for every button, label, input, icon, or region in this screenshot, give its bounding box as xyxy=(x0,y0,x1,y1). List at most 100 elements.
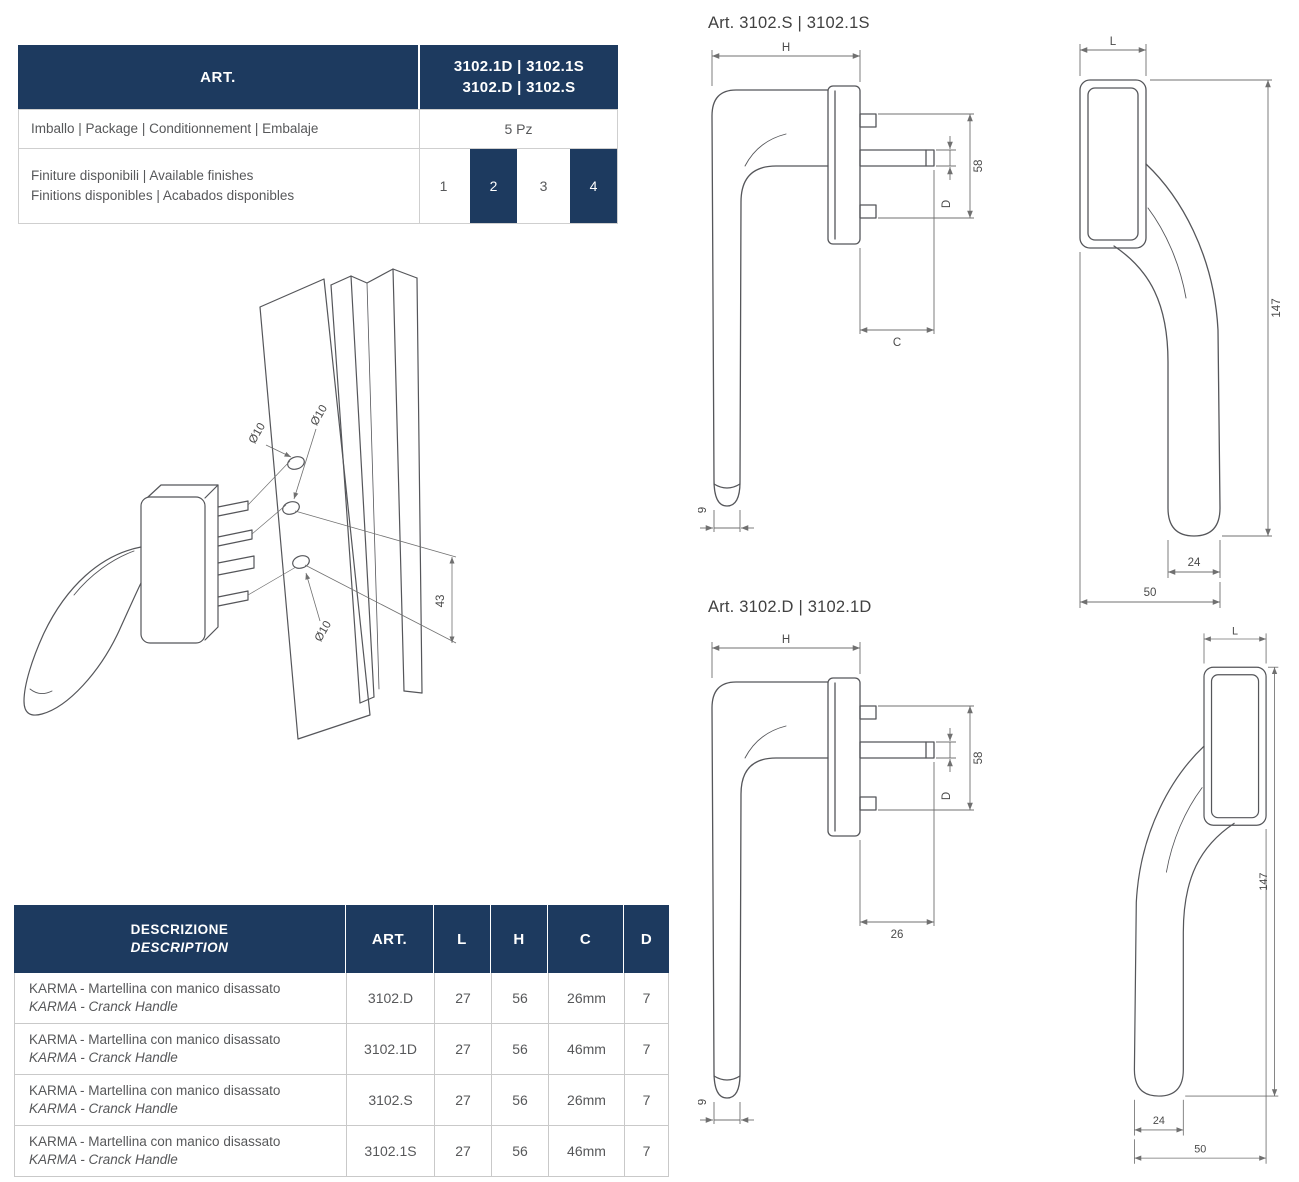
table-row: KARMA - Martellina con manico disassato … xyxy=(15,1075,668,1126)
dim-label-50: 50 xyxy=(1194,1143,1206,1155)
cell-l: 27 xyxy=(435,1024,492,1074)
art-header-label: ART. xyxy=(18,45,418,109)
dim-label-l: L xyxy=(1232,625,1238,637)
cell-art: 3102.1D xyxy=(347,1024,435,1074)
cell-h: 56 xyxy=(492,973,549,1023)
drawing-title-3102d: Art. 3102.D | 3102.1D xyxy=(708,598,872,616)
cell-l: 27 xyxy=(435,1126,492,1176)
dim-label-dia10-3: Ø10 xyxy=(313,619,334,644)
spec-table: ART. 3102.1D | 3102.1S 3102.D | 3102.S I… xyxy=(18,45,618,224)
dim-label-d: D xyxy=(941,792,953,800)
front-view-drawing-d: L 147 24 50 xyxy=(1133,625,1279,1164)
cell-c: 46mm xyxy=(549,1126,625,1176)
finishes-label-line1: Finiture disponibili | Available finishe… xyxy=(31,168,254,184)
dim-label-43: 43 xyxy=(435,595,447,608)
dim-label-l: L xyxy=(1110,36,1117,48)
front-dimension-lines xyxy=(1133,633,1279,1164)
dim-label-147: 147 xyxy=(1258,873,1270,891)
description-table: DESCRIZIONE DESCRIPTION ART. L H C D KAR… xyxy=(14,905,669,1177)
finish-option-1: 1 xyxy=(420,149,467,223)
table-row: KARMA - Martellina con manico disassato … xyxy=(15,1126,668,1176)
side-view-drawing-s: H 58 D C 9 xyxy=(698,42,985,532)
dim-label-9: 9 xyxy=(698,1099,709,1105)
header-c: C xyxy=(548,905,624,973)
dim-label-26: 26 xyxy=(891,929,904,941)
cell-l: 27 xyxy=(435,1075,492,1125)
package-label: Imballo | Package | Conditionnement | Em… xyxy=(31,121,319,137)
package-value: 5 Pz xyxy=(419,110,617,148)
side-view-drawing-d: H 58 D 26 9 xyxy=(698,634,985,1124)
description-line2: KARMA - Cranck Handle xyxy=(29,999,178,1014)
cell-art: 3102.1S xyxy=(347,1126,435,1176)
cell-d: 7 xyxy=(642,1143,651,1159)
description-line2: KARMA - Cranck Handle xyxy=(29,1050,178,1065)
cell-description: KARMA - Martellina con manico disassato … xyxy=(15,1024,347,1074)
header-art: ART. xyxy=(346,905,434,973)
dim-label-d: D xyxy=(941,200,953,208)
profile-extrusion xyxy=(330,268,423,704)
exploded-dimensions xyxy=(247,428,457,644)
header-description-line: DESCRIPTION xyxy=(130,940,229,955)
dim-label-9: 9 xyxy=(698,507,709,513)
finishes-label: Finiture disponibili | Available finishe… xyxy=(19,149,419,223)
dim-label-dia10-1: Ø10 xyxy=(247,421,268,446)
cover-plate xyxy=(259,278,371,740)
description-line1: KARMA - Martellina con manico disassato xyxy=(29,1031,281,1047)
cell-art: 3102.D xyxy=(347,973,435,1023)
dim-label-58: 58 xyxy=(973,752,985,765)
description-table-header: DESCRIZIONE DESCRIPTION ART. L H C D xyxy=(14,905,669,973)
front-dimension-lines xyxy=(1079,44,1272,608)
dim-label-50: 50 xyxy=(1144,587,1157,599)
table-row: KARMA - Martellina con manico disassato … xyxy=(15,1024,668,1075)
finish-option-3: 3 xyxy=(520,149,567,223)
finish-option-2: 2 xyxy=(470,149,517,223)
cell-d: 7 xyxy=(642,1041,651,1057)
cell-description: KARMA - Martellina con manico disassato … xyxy=(15,1126,347,1176)
dim-label-24: 24 xyxy=(1188,557,1201,569)
description-line2: KARMA - Cranck Handle xyxy=(29,1152,178,1167)
spec-table-header-row: ART. 3102.1D | 3102.1S 3102.D | 3102.S xyxy=(18,45,618,109)
finishes-cells: 1 2 3 4 xyxy=(419,149,617,223)
finishes-label-line2: Finitions disponibles | Acabados disponi… xyxy=(31,188,295,203)
cell-h: 56 xyxy=(492,1024,549,1074)
description-line1: KARMA - Martellina con manico disassato xyxy=(29,980,281,996)
dim-label-h: H xyxy=(782,634,790,646)
dim-label-24: 24 xyxy=(1153,1115,1165,1127)
header-description: DESCRIZIONE DESCRIPTION xyxy=(14,905,346,973)
art-values-line1: 3102.1D | 3102.1S xyxy=(453,58,585,75)
exploded-view-drawing: 43 Ø10 Ø10 Ø10 xyxy=(23,268,457,740)
cell-l: 27 xyxy=(435,973,492,1023)
side-dimension-lines xyxy=(700,642,974,1124)
package-row: Imballo | Package | Conditionnement | Em… xyxy=(18,109,618,149)
finishes-row: Finiture disponibili | Available finishe… xyxy=(18,149,618,224)
handle-side-outline xyxy=(711,85,935,507)
description-line2: KARMA - Cranck Handle xyxy=(29,1101,178,1116)
cell-c: 26mm xyxy=(549,973,625,1023)
description-table-body: KARMA - Martellina con manico disassato … xyxy=(14,973,669,1177)
header-descrizione-line: DESCRIZIONE xyxy=(130,921,229,937)
table-row: KARMA - Martellina con manico disassato … xyxy=(15,973,668,1024)
header-l: L xyxy=(434,905,491,973)
description-line1: KARMA - Martellina con manico disassato xyxy=(29,1133,281,1149)
cell-h: 56 xyxy=(492,1075,549,1125)
handle-side-outline xyxy=(711,677,935,1099)
handle-3d xyxy=(23,484,255,716)
handle-front-outline xyxy=(1079,79,1221,537)
cell-c: 46mm xyxy=(549,1024,625,1074)
cell-c: 26mm xyxy=(549,1075,625,1125)
dim-label-58: 58 xyxy=(973,160,985,173)
cell-d: 7 xyxy=(642,990,651,1006)
header-h: H xyxy=(491,905,548,973)
handle-front-outline xyxy=(1133,666,1267,1097)
drawing-title-3102s: Art. 3102.S | 3102.1S xyxy=(708,14,870,32)
front-view-drawing-s: L 147 24 50 xyxy=(1079,36,1283,608)
cell-description: KARMA - Martellina con manico disassato … xyxy=(15,1075,347,1125)
cell-description: KARMA - Martellina con manico disassato … xyxy=(15,973,347,1023)
dim-label-dia10-2: Ø10 xyxy=(309,403,330,428)
art-values-line2: 3102.D | 3102.S xyxy=(462,79,576,96)
cell-h: 56 xyxy=(492,1126,549,1176)
art-header-values: 3102.1D | 3102.1S 3102.D | 3102.S xyxy=(420,45,618,109)
header-d: D xyxy=(640,930,653,948)
dim-label-c: C xyxy=(893,337,901,349)
